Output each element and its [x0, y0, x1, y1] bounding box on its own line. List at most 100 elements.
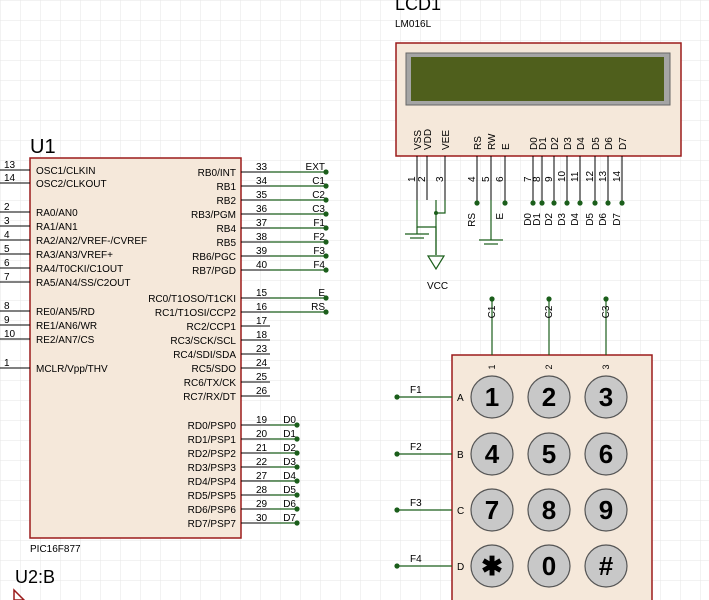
keypad-row-d[interactable]: F4D✱0#	[394, 544, 628, 588]
key-5[interactable]: 5	[527, 432, 571, 476]
wire-junction	[294, 506, 300, 512]
wire-junction	[619, 200, 625, 206]
pin-name: D3	[563, 137, 574, 150]
u1-pin-17[interactable]: RC2/CCP1 17	[187, 316, 270, 333]
pin-number: 24	[256, 358, 268, 369]
key-6[interactable]: 6	[584, 432, 628, 476]
pin-number: 29	[256, 499, 268, 510]
net-label: F2	[313, 232, 325, 243]
vcc-symbol	[426, 255, 446, 271]
pin-name: D1	[538, 137, 549, 150]
lcd-pin-e[interactable]: E6E	[495, 143, 512, 220]
pin-number: 5	[4, 244, 10, 255]
net-label: D1	[532, 213, 543, 226]
key-0[interactable]: 0	[527, 544, 571, 588]
lcd-module[interactable]: LCD1 LM016L VSS1VDD2VEE3RS4RSRW5E6ED07D0…	[395, 0, 682, 292]
key-✱[interactable]: ✱	[470, 544, 514, 588]
key-7[interactable]: 7	[470, 488, 514, 532]
pin-name: RB0/INT	[198, 168, 236, 179]
pin-number: 2	[417, 176, 428, 182]
key-4[interactable]: 4	[470, 432, 514, 476]
u1-body[interactable]	[29, 157, 242, 539]
lcd-pin-rw[interactable]: RW5	[481, 133, 498, 200]
net-label: D3	[283, 457, 296, 468]
key-cap	[470, 488, 514, 532]
key-cap	[584, 432, 628, 476]
key-1[interactable]: 1	[470, 375, 514, 419]
key-8[interactable]: 8	[527, 488, 571, 532]
keypad-column-2[interactable]: C22	[544, 296, 555, 370]
wire-junction	[323, 211, 329, 217]
net-label: D6	[598, 213, 609, 226]
key-#[interactable]: #	[584, 544, 628, 588]
u2-component[interactable]: U2:B	[13, 567, 55, 600]
keypad-column-1[interactable]: C11	[487, 296, 498, 370]
wire-junction	[294, 520, 300, 526]
key-3[interactable]: 3	[584, 375, 628, 419]
keypad-column-3[interactable]: C33	[601, 296, 612, 370]
lcd-screen	[411, 57, 664, 101]
wire-junction	[564, 200, 570, 206]
net-label: F1	[313, 218, 325, 229]
pin-name: RC2/CCP1	[187, 322, 237, 333]
key-9[interactable]: 9	[584, 488, 628, 532]
key-2[interactable]: 2	[527, 375, 571, 419]
pin-number: 17	[256, 316, 268, 327]
u1-microcontroller[interactable]: U1 PIC16F877 13OSC1/CLKIN14OSC2/CLKOUT2R…	[0, 136, 329, 555]
pin-number: 23	[256, 344, 268, 355]
net-label: C3	[601, 305, 612, 318]
